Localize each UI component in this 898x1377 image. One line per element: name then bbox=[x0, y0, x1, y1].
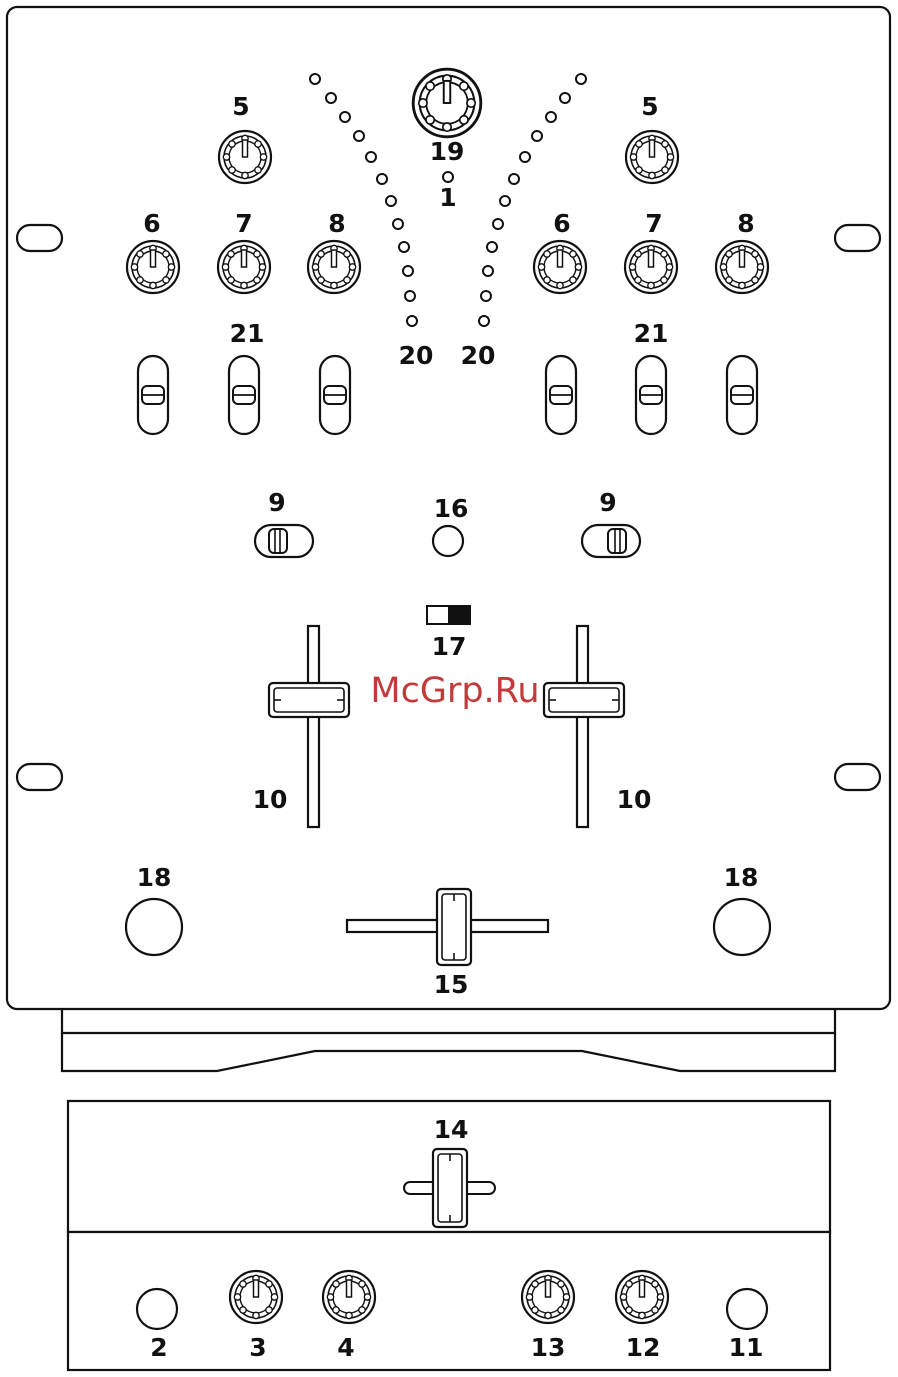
label-cue-left: 9 bbox=[268, 488, 285, 517]
eq-mid-knob-left[interactable] bbox=[218, 241, 270, 293]
front-knob-13[interactable] bbox=[522, 1271, 574, 1323]
label-mid-left: 7 bbox=[235, 209, 252, 238]
master-knob[interactable] bbox=[413, 69, 481, 137]
label-gain-left: 5 bbox=[232, 92, 249, 121]
gain-knob-left[interactable] bbox=[219, 131, 271, 183]
fx-button-right[interactable] bbox=[714, 899, 770, 955]
label-high-right: 6 bbox=[553, 209, 570, 238]
front-knob-3[interactable] bbox=[230, 1271, 282, 1323]
front-jack-left[interactable] bbox=[137, 1289, 177, 1329]
label-fader-right: 10 bbox=[617, 785, 652, 814]
cue-switch-left[interactable] bbox=[255, 525, 313, 557]
eq-high-knob-left[interactable] bbox=[127, 241, 179, 293]
eq-mid-knob-right[interactable] bbox=[625, 241, 677, 293]
label-front-slider: 14 bbox=[434, 1115, 469, 1144]
label-low-right: 8 bbox=[737, 209, 754, 238]
front-jack-right[interactable] bbox=[727, 1289, 767, 1329]
label-front-jack-right: 11 bbox=[729, 1333, 764, 1362]
label-cue-led: 16 bbox=[434, 494, 469, 523]
gain-knob-right[interactable] bbox=[626, 131, 678, 183]
label-clip-led: 1 bbox=[439, 183, 456, 212]
label-kill-left: 21 bbox=[230, 319, 265, 348]
label-fx-left: 18 bbox=[137, 863, 172, 892]
eq-low-knob-right[interactable] bbox=[716, 241, 768, 293]
label-meter-right: 20 bbox=[461, 341, 496, 370]
label-gain-right: 5 bbox=[641, 92, 658, 121]
label-kill-right: 21 bbox=[634, 319, 669, 348]
label-front-knob-13: 13 bbox=[531, 1333, 566, 1362]
fx-button-left[interactable] bbox=[126, 899, 182, 955]
label-curve-switch: 17 bbox=[432, 632, 467, 661]
label-master: 19 bbox=[430, 137, 465, 166]
label-fader-left: 10 bbox=[253, 785, 288, 814]
mount-hole bbox=[17, 225, 62, 251]
kill-switch-high-left[interactable] bbox=[138, 356, 168, 434]
channel-fader-right[interactable] bbox=[544, 683, 624, 717]
label-front-knob-4: 4 bbox=[337, 1333, 354, 1362]
mount-hole bbox=[835, 225, 880, 251]
eq-high-knob-right[interactable] bbox=[534, 241, 586, 293]
fader-track-left bbox=[308, 626, 319, 827]
label-meter-left: 20 bbox=[399, 341, 434, 370]
mount-hole bbox=[17, 764, 62, 790]
cue-led bbox=[433, 526, 463, 556]
eq-low-knob-left[interactable] bbox=[308, 241, 360, 293]
channel-fader-left[interactable] bbox=[269, 683, 349, 717]
front-knob-12[interactable] bbox=[616, 1271, 668, 1323]
kill-switch-low-left[interactable] bbox=[320, 356, 350, 434]
crossfader[interactable] bbox=[437, 889, 471, 965]
kill-switch-high-right[interactable] bbox=[546, 356, 576, 434]
curve-switch[interactable] bbox=[427, 606, 470, 624]
label-fx-right: 18 bbox=[724, 863, 759, 892]
kill-switch-mid-right[interactable] bbox=[636, 356, 666, 434]
label-high-left: 6 bbox=[143, 209, 160, 238]
label-front-knob-12: 12 bbox=[626, 1333, 661, 1362]
label-crossfader: 15 bbox=[434, 970, 469, 999]
cue-switch-right[interactable] bbox=[582, 525, 640, 557]
clip-led bbox=[443, 172, 453, 182]
side-view bbox=[62, 1009, 835, 1071]
label-cue-right: 9 bbox=[599, 488, 616, 517]
kill-switch-low-right[interactable] bbox=[727, 356, 757, 434]
fader-track-right bbox=[577, 626, 588, 827]
front-knob-4[interactable] bbox=[323, 1271, 375, 1323]
label-low-left: 8 bbox=[328, 209, 345, 238]
front-slider[interactable] bbox=[433, 1149, 467, 1227]
label-front-knob-3: 3 bbox=[249, 1333, 266, 1362]
label-front-jack-left: 2 bbox=[150, 1333, 167, 1362]
kill-switch-mid-left[interactable] bbox=[229, 356, 259, 434]
label-mid-right: 7 bbox=[645, 209, 662, 238]
mount-hole bbox=[835, 764, 880, 790]
watermark: McGrp.Ru bbox=[370, 671, 539, 711]
